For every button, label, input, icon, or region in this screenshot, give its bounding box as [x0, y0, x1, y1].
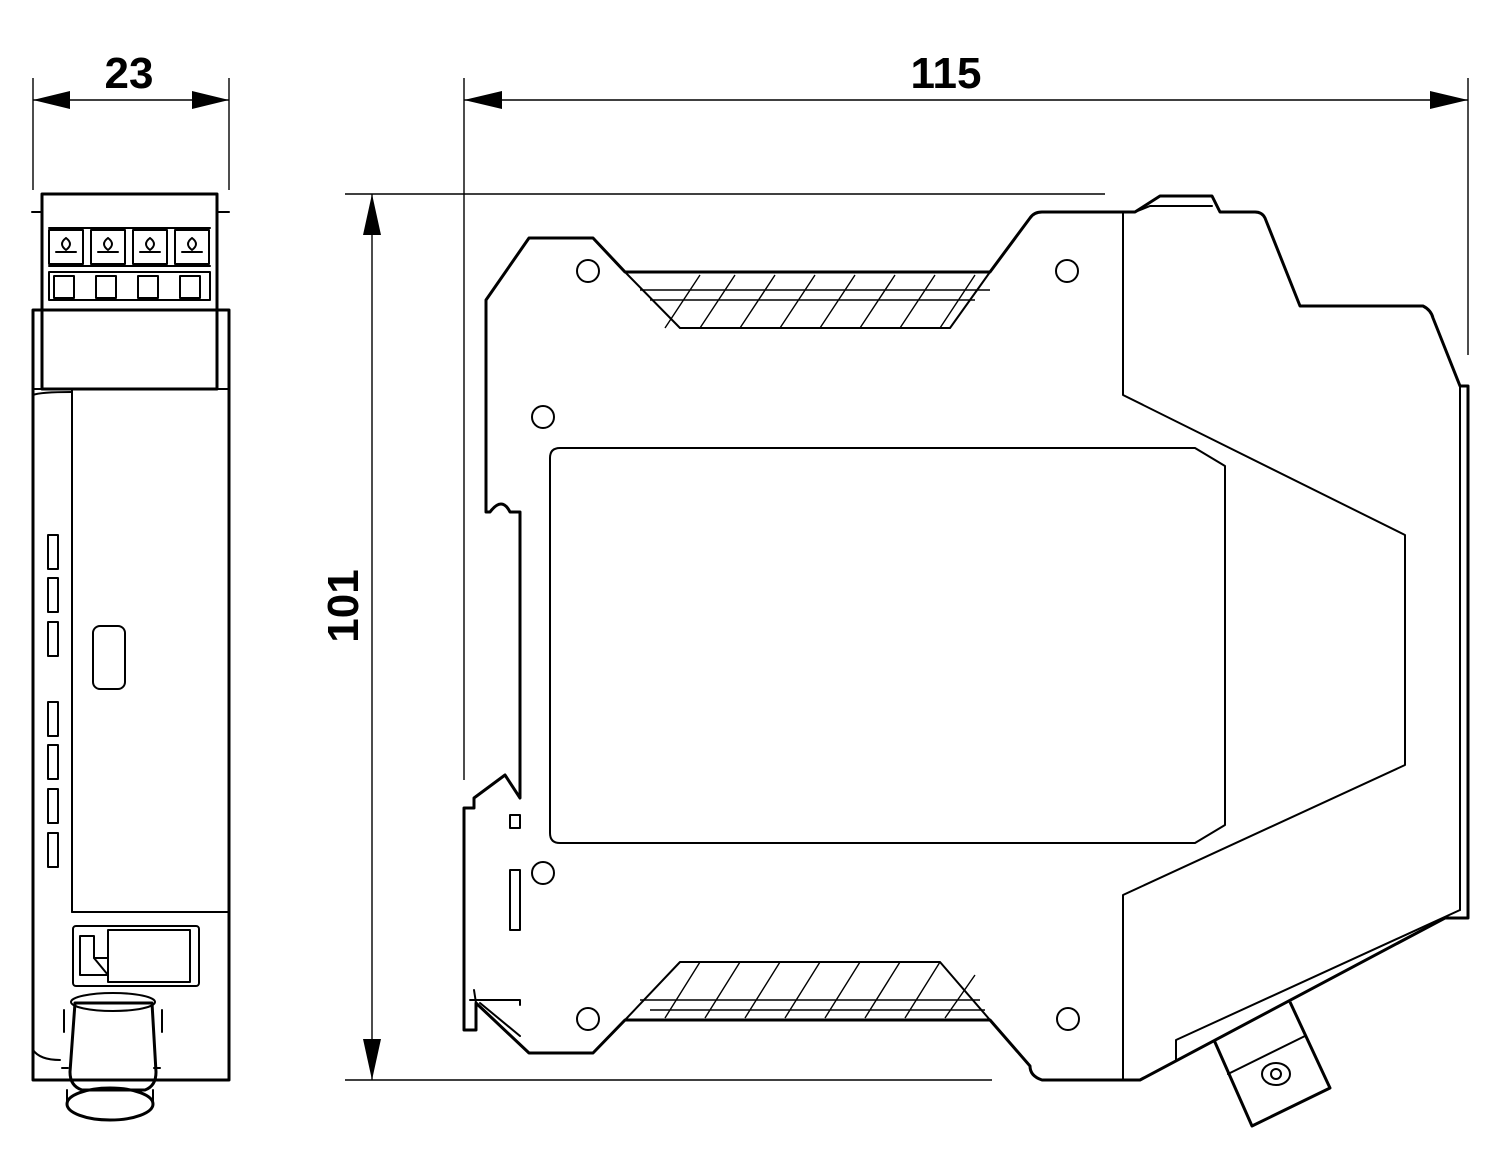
screw-hole	[1056, 1007, 1080, 1031]
screw-terminals	[48, 229, 210, 265]
led-indicator	[47, 832, 59, 868]
wire-entries	[48, 271, 211, 301]
screw-hole	[576, 259, 600, 283]
front-bottom-connector	[61, 925, 200, 1122]
led-indicator	[47, 577, 59, 613]
dimension-height: 101	[319, 193, 1105, 1081]
led-indicator	[47, 744, 59, 780]
screw-hole	[531, 861, 555, 885]
front-view	[31, 192, 231, 1122]
led-indicator	[47, 621, 59, 657]
side-housing-outline	[462, 194, 1470, 1082]
screw-hole	[576, 1007, 600, 1031]
dimension-label-101: 101	[319, 569, 368, 642]
led-indicator	[47, 788, 59, 824]
din-rail-clip	[469, 814, 521, 1037]
bottom-vent-hatch	[624, 961, 991, 1021]
dimension-width-side: 115	[463, 49, 1469, 780]
front-terminal-block	[40, 192, 219, 391]
dimension-label-115: 115	[911, 49, 982, 98]
top-vent-hatch	[624, 271, 991, 329]
side-view	[462, 194, 1470, 1128]
led-indicator	[47, 701, 59, 737]
led-indicator	[47, 534, 59, 570]
led-indicators	[47, 534, 59, 868]
dimension-width-front: 23	[32, 49, 230, 190]
screw-hole	[1055, 259, 1079, 283]
release-latch	[1212, 1001, 1332, 1128]
side-label-window	[549, 447, 1226, 844]
screw-hole	[531, 405, 555, 429]
front-window	[92, 625, 126, 690]
front-housing	[31, 308, 231, 1082]
dimension-label-23: 23	[105, 49, 154, 98]
mounting-holes	[531, 259, 1080, 1031]
